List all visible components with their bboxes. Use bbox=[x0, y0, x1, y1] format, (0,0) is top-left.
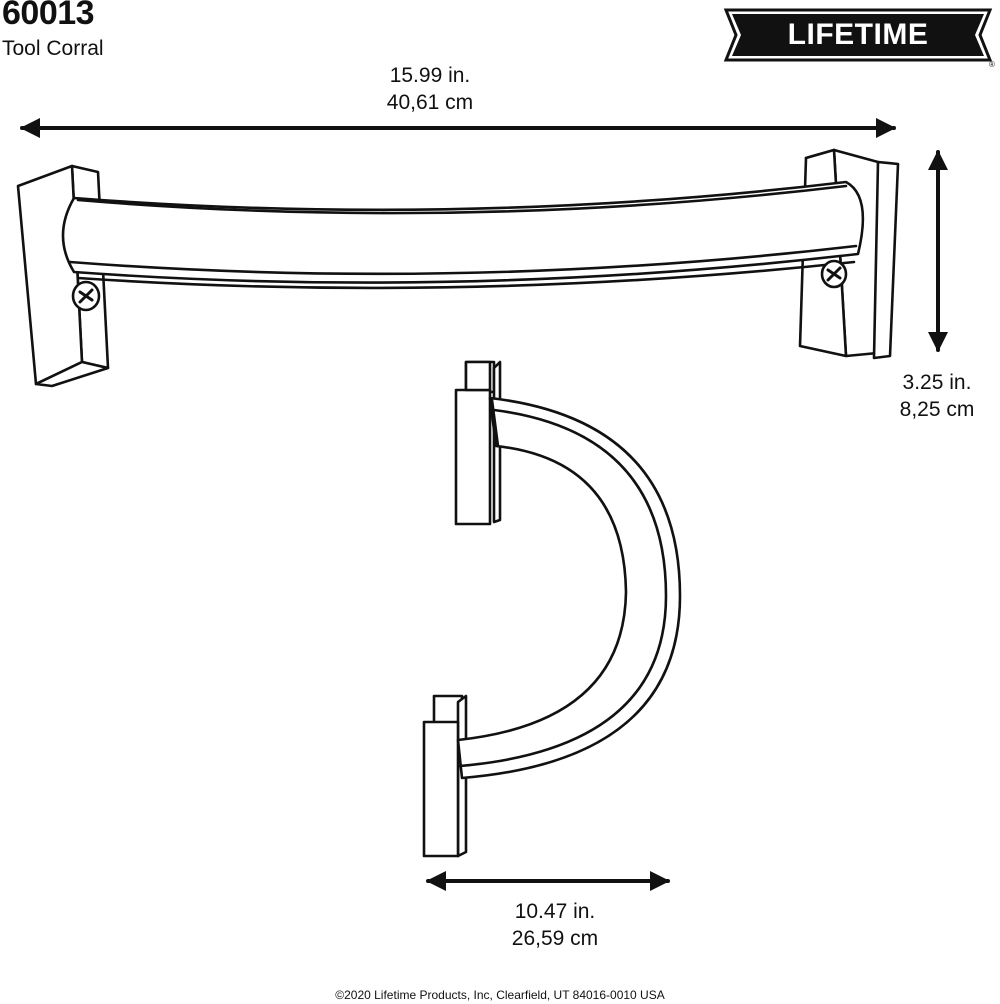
product-name: Tool Corral bbox=[2, 37, 104, 60]
top-view-c-bar bbox=[456, 396, 682, 780]
copyright-notice: ©2020 Lifetime Products, Inc, Clearfield… bbox=[335, 988, 665, 1002]
logo-wordmark: LIFETIME bbox=[787, 18, 929, 51]
depth-metric: 26,59 cm bbox=[511, 927, 599, 950]
lifetime-logo: LIFETIME bbox=[722, 4, 994, 66]
curved-bar bbox=[61, 180, 865, 290]
height-imperial: 3.25 in. bbox=[902, 371, 972, 394]
registered-mark: ® bbox=[989, 60, 995, 69]
top-view-lower-bracket bbox=[422, 694, 468, 858]
screw-left bbox=[71, 280, 101, 312]
screw-right bbox=[820, 259, 848, 289]
depth-dimension-label: 10.47 in. 26,59 cm bbox=[460, 898, 650, 952]
height-dimension-label: 3.25 in. 8,25 cm bbox=[872, 369, 1000, 423]
model-number: 60013 bbox=[2, 0, 95, 32]
height-metric: 8,25 cm bbox=[899, 398, 975, 421]
width-metric: 40,61 cm bbox=[386, 91, 474, 114]
width-dimension-label: 15.99 in. 40,61 cm bbox=[335, 62, 525, 116]
top-view-upper-bracket bbox=[454, 360, 502, 526]
width-imperial: 15.99 in. bbox=[389, 64, 471, 87]
depth-imperial: 10.47 in. bbox=[514, 900, 596, 923]
